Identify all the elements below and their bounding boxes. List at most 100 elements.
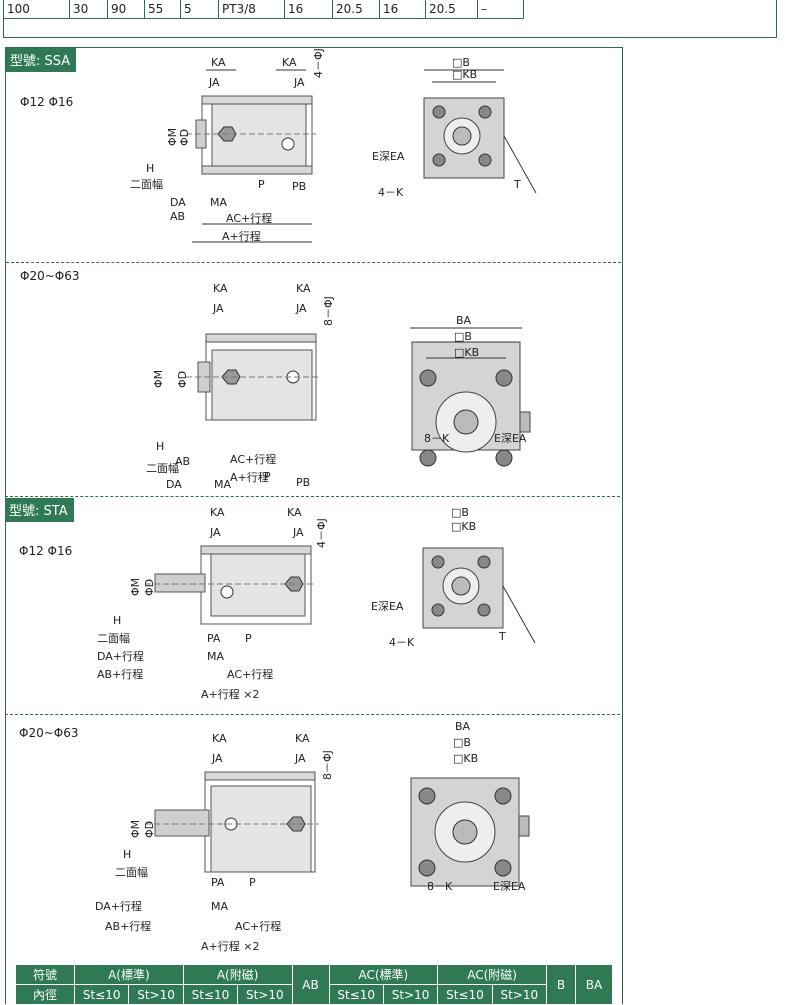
dimension-label: P <box>249 876 256 889</box>
dimension-label: KA <box>282 56 297 69</box>
dimension-label: JA <box>293 76 305 89</box>
table-cell: 100 <box>4 0 70 19</box>
dimension-label: PB <box>292 180 306 193</box>
dimension-label: □KB <box>454 346 479 359</box>
dimension-label: MA <box>207 650 224 663</box>
dimension-label: 二面幅 <box>115 866 148 879</box>
dimension-label: H <box>113 614 121 627</box>
dimension-label: ΦD <box>143 579 156 596</box>
dimension-label: JA <box>208 76 220 89</box>
dimension-label: AB+行程 <box>105 920 151 933</box>
dimension-label: 8－ΦJ <box>321 750 334 780</box>
dimension-label: AB+行程 <box>97 668 143 681</box>
header-cell: A(附磁) <box>182 964 293 985</box>
dimension-label: E深EA <box>371 600 404 613</box>
dimension-label: BA <box>456 314 472 327</box>
dimension-label: ΦD <box>178 129 191 146</box>
section-divider <box>6 262 621 263</box>
dimension-label: AC+行程 <box>226 212 272 225</box>
dimension-label: KA <box>287 506 302 519</box>
dimension-label: 4－K <box>389 636 415 649</box>
header-cell: AC(附磁) <box>437 964 547 985</box>
dimension-label: AC+行程 <box>235 920 281 933</box>
header-cell: St>10 <box>237 984 293 1005</box>
dim-8k: 8－K <box>424 432 450 445</box>
dimension-label: JA <box>294 752 306 765</box>
section-divider <box>5 496 620 497</box>
header-cell: B <box>546 964 576 1005</box>
dimension-label: DA <box>166 478 182 491</box>
dimension-label: □KB <box>453 752 478 765</box>
dimension-label: H <box>123 848 131 861</box>
dimension-label: AC+行程 <box>227 668 273 681</box>
dimension-label: 4－ΦJ <box>312 48 325 78</box>
dimension-label: A+行程 ×2 <box>201 940 259 953</box>
dimension-label: ΦD <box>143 821 156 838</box>
dim-ac-stroke: AC+行程 <box>230 453 277 466</box>
dim-ea: E深EA <box>494 432 527 445</box>
dimension-label: PA <box>211 876 225 889</box>
header-cell: AC(標準) <box>328 964 439 985</box>
table-cell: 16 <box>285 0 333 19</box>
dimension-label: P <box>245 632 252 645</box>
top-spec-table: 100 30 90 55 5 PT3/8 16 20.5 16 20.5 – <box>3 0 777 38</box>
header-cell: 符號 <box>15 964 75 985</box>
dimension-label: ΦD <box>176 371 189 388</box>
dimension-label: ΦM <box>129 578 142 596</box>
dimension-label: 4－ΦJ <box>315 518 328 548</box>
dimension-label: E深EA <box>372 150 405 163</box>
bore-size: Φ20~Φ63 <box>19 726 79 740</box>
dimension-label: 二面幅 <box>97 632 130 645</box>
header-cell: St>10 <box>382 984 439 1005</box>
header-cell: St≤10 <box>182 984 239 1005</box>
header-cell: St≤10 <box>437 984 493 1005</box>
dimension-label: T <box>513 178 521 191</box>
table-cell: 55 <box>145 0 181 19</box>
dimension-label: □B <box>451 506 469 519</box>
dimension-label: □B <box>453 736 471 749</box>
table-cell: 5 <box>181 0 219 19</box>
dimension-label: KA <box>211 56 226 69</box>
bore-size: Φ12 Φ16 <box>20 95 74 109</box>
header-cell: St≤10 <box>328 984 384 1005</box>
dimension-label: KA <box>296 282 311 295</box>
dimension-label: P <box>264 470 271 483</box>
dimension-label: □KB <box>451 520 476 533</box>
table-cell: PT3/8 <box>219 0 285 19</box>
dimension-label: 二面幅 <box>146 462 179 475</box>
top-table-row: 100 30 90 55 5 PT3/8 16 20.5 16 20.5 – <box>4 0 524 20</box>
dimension-label: KA <box>213 282 228 295</box>
dim-ab: AB <box>175 455 191 468</box>
model-label: 型號: STA <box>5 498 74 522</box>
header-cell: St≤10 <box>73 984 130 1005</box>
table-cell: 20.5 <box>426 0 478 19</box>
header-cell: 內徑 <box>15 984 75 1005</box>
spec-header-table: 符號 A(標準) A(附磁) AB AC(標準) AC(附磁) B BA 內徑 … <box>15 964 613 1005</box>
bore-size: Φ20~Φ63 <box>20 269 80 283</box>
dimension-label: KA <box>295 732 310 745</box>
dimension-label: 8－ΦJ <box>322 296 335 326</box>
table-cell: 90 <box>108 0 145 19</box>
dimension-label: DA <box>170 196 186 209</box>
header-cell: St>10 <box>491 984 548 1005</box>
bore-size: Φ12 Φ16 <box>19 544 73 558</box>
dimension-label: ΦM <box>152 370 165 388</box>
dimension-label: DA+行程 <box>97 650 144 663</box>
dimension-label: JA <box>212 302 224 315</box>
dimension-label: H <box>156 440 164 453</box>
dimension-label: JA <box>292 526 304 539</box>
dimension-label: P <box>258 178 265 191</box>
dimension-label: ΦM <box>129 820 142 838</box>
dimension-label: PA <box>207 632 221 645</box>
dimension-label: JA <box>295 302 307 315</box>
dimension-label: JA <box>211 752 223 765</box>
dimension-label: AB <box>170 210 185 223</box>
